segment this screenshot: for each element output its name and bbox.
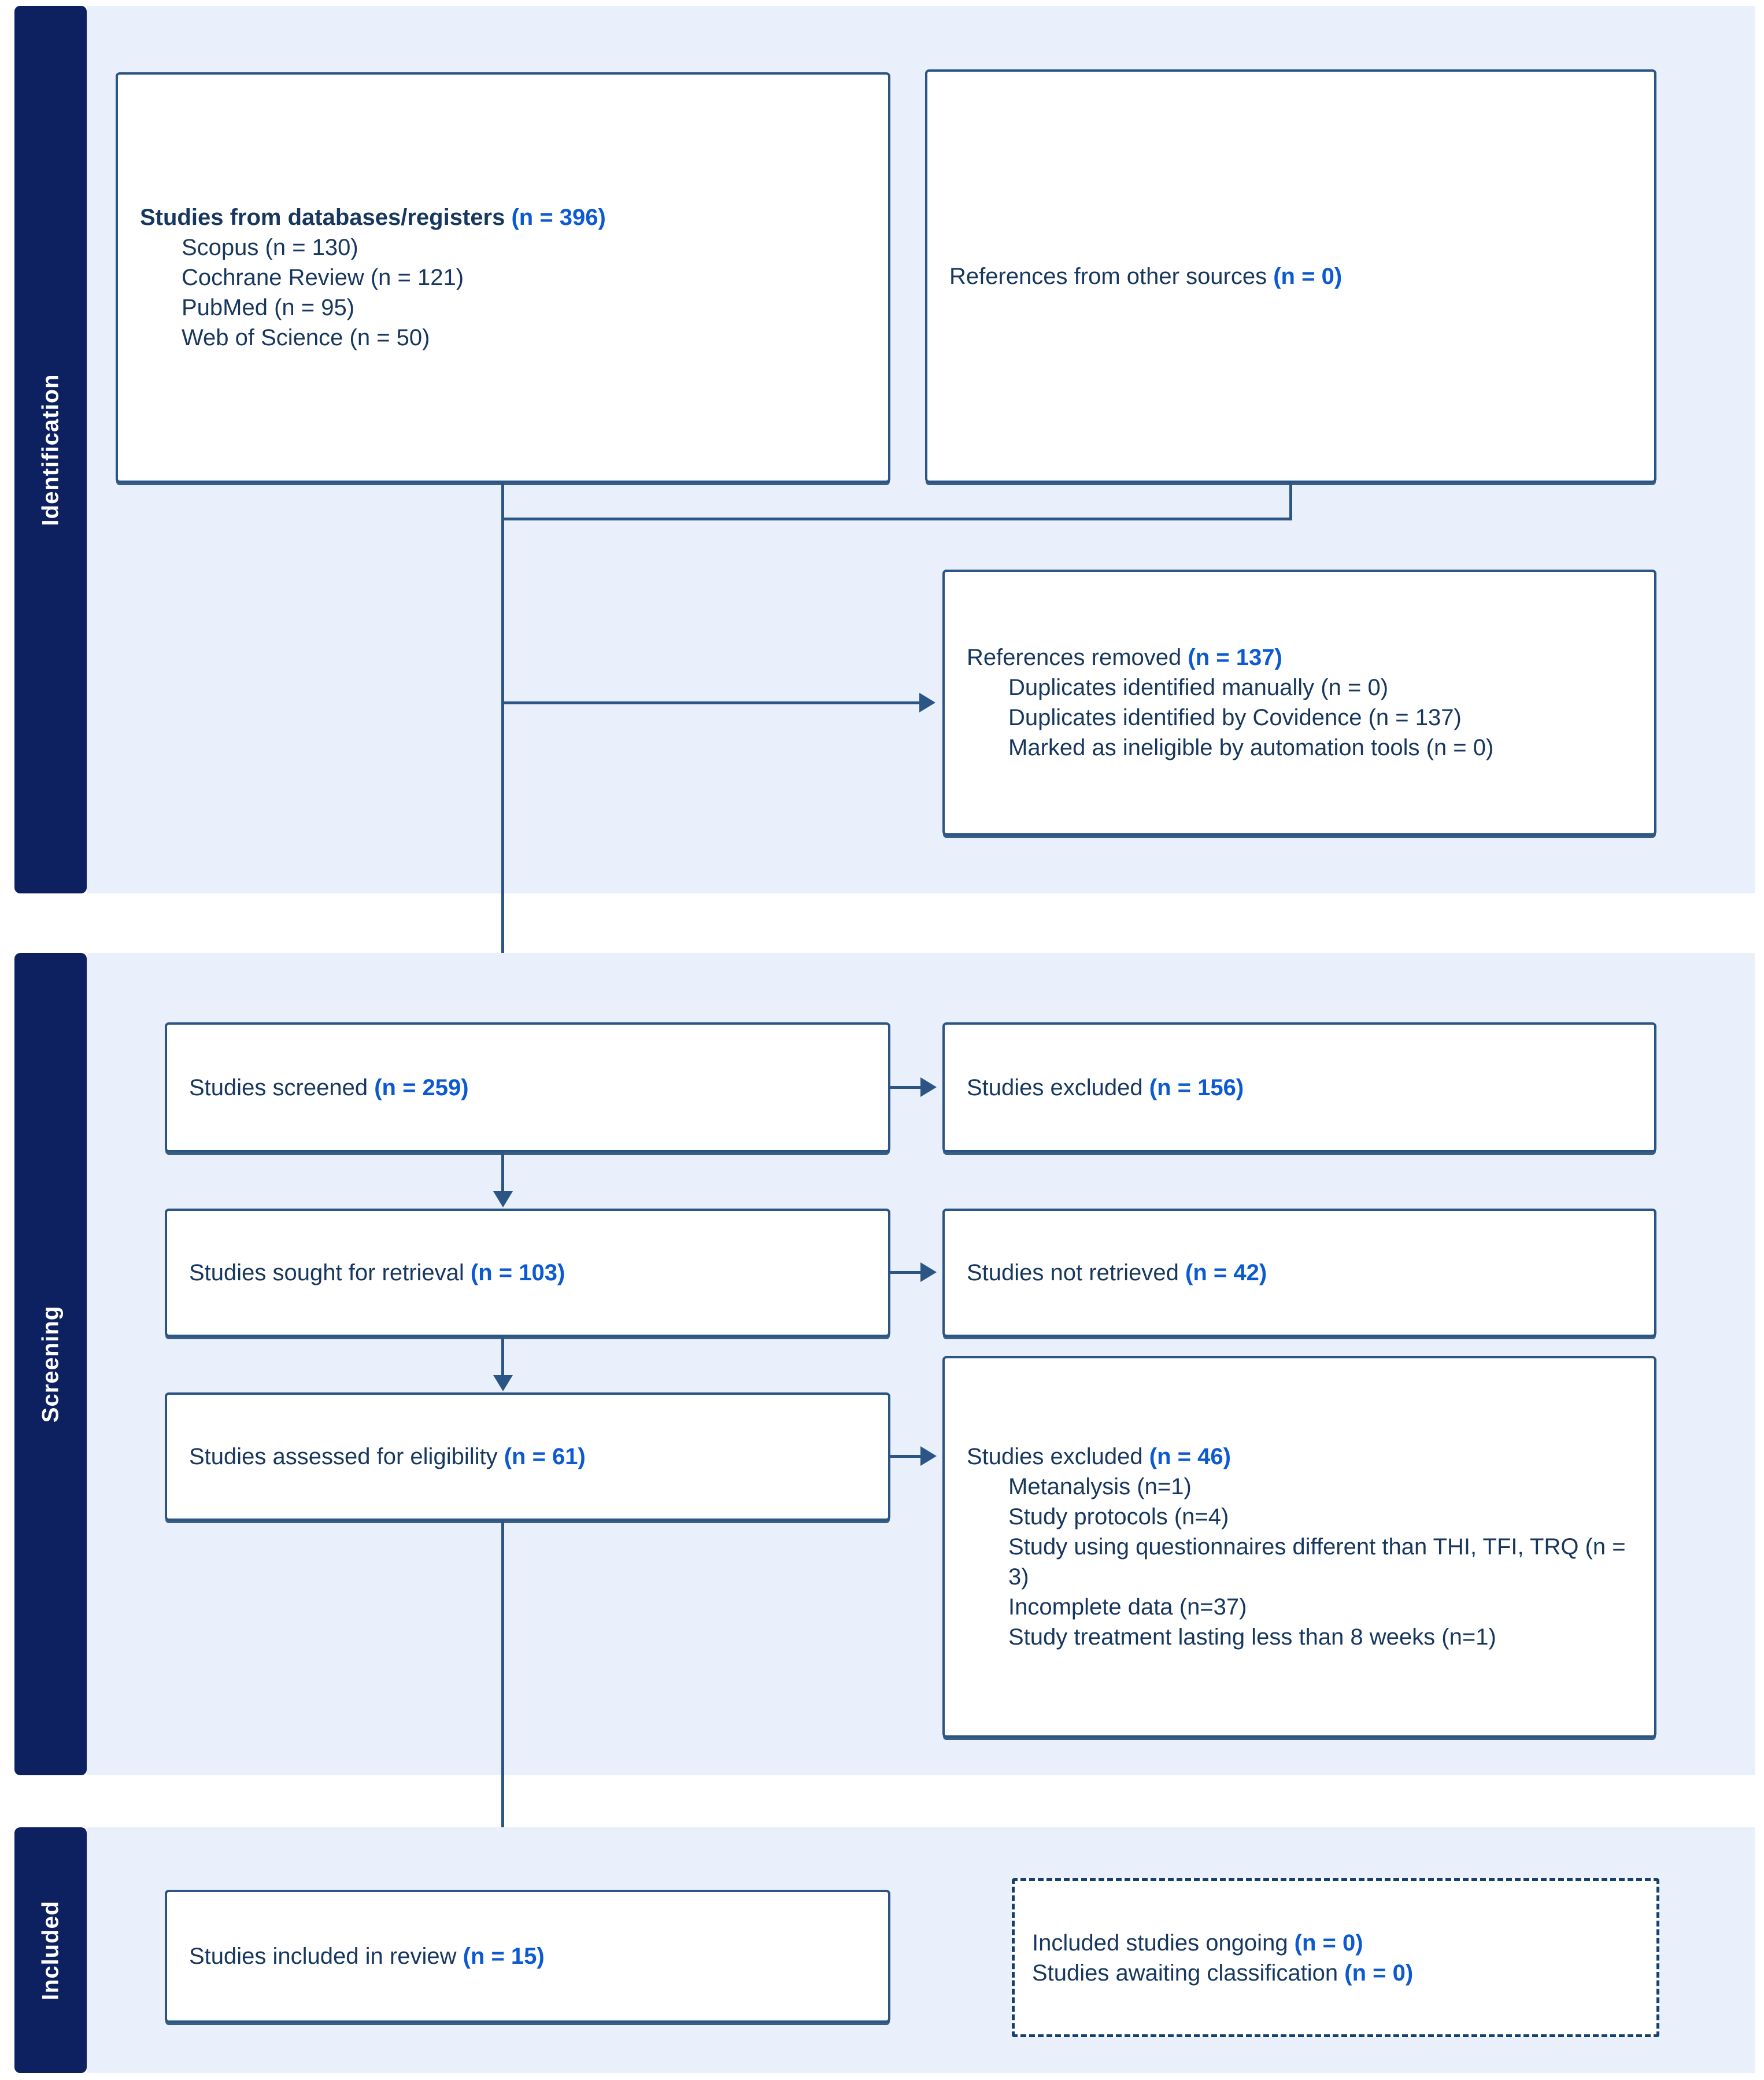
excluded-screened-count: (n = 156) [1149, 1074, 1244, 1100]
node-studies-not-retrieved-text: Studies not retrieved (n = 42) [967, 1258, 1641, 1288]
connector-to-references-removed [501, 701, 923, 704]
node-databases-registers: Studies from databases/registers (n = 39… [116, 72, 890, 483]
phase-tab-included: Included [14, 1827, 87, 2073]
node-references-removed-text: References removed (n = 137) Duplicates … [967, 642, 1641, 763]
excluded-screened-heading: Studies excluded [967, 1074, 1149, 1100]
node-databases-text: Studies from databases/registers (n = 39… [140, 202, 875, 353]
other-sources-count: (n = 0) [1273, 263, 1343, 289]
phase-label-included: Included [38, 1900, 63, 2000]
awaiting-count: (n = 0) [1344, 1960, 1414, 1986]
references-removed-count: (n = 137) [1188, 645, 1282, 670]
databases-heading: Studies from databases/registers [140, 205, 512, 230]
assessed-count: (n = 61) [504, 1444, 586, 1469]
connector-databases-down [501, 483, 504, 520]
excluded-eligibility-item-0: Metanalysis (n=1) [1008, 1474, 1192, 1499]
phase-label-screening: Screening [38, 1305, 63, 1423]
other-sources-heading: References from other sources [949, 263, 1274, 289]
node-ongoing-awaiting-text: Included studies ongoing (n = 0) Studies… [1032, 1928, 1644, 1988]
assessed-heading: Studies assessed for eligibility [189, 1444, 504, 1469]
node-studies-excluded-eligibility-text: Studies excluded (n = 46) Metanalysis (n… [967, 1442, 1641, 1652]
sought-heading: Studies sought for retrieval [189, 1260, 471, 1285]
connector-trunk-identification [501, 518, 504, 997]
node-studies-included-review: Studies included in review (n = 15) [165, 1890, 890, 2023]
connector-assessed-to-excluded [890, 1455, 924, 1458]
connector-sought-to-assessed [501, 1337, 504, 1383]
screened-count: (n = 259) [374, 1074, 469, 1100]
databases-item-2: PubMed (n = 95) [182, 295, 355, 320]
arrow-into-references-removed [919, 693, 935, 712]
phase-tab-screening: Screening [14, 953, 87, 1775]
excluded-eligibility-item-3: Incomplete data (n=37) [1008, 1594, 1247, 1620]
included-review-count: (n = 15) [463, 1944, 545, 1969]
arrow-into-not-retrieved [920, 1262, 937, 1282]
node-studies-screened: Studies screened (n = 259) [165, 1022, 890, 1152]
connector-merge-horizontal [501, 518, 1292, 520]
excluded-eligibility-item-4: Study treatment lasting less than 8 week… [1008, 1624, 1496, 1650]
arrow-into-assessed [493, 1375, 513, 1391]
references-removed-item-0: Duplicates identified manually (n = 0) [1008, 675, 1389, 700]
connector-screened-to-excluded [890, 1086, 924, 1089]
node-studies-sought: Studies sought for retrieval (n = 103) [165, 1209, 890, 1337]
node-studies-included-review-text: Studies included in review (n = 15) [189, 1941, 875, 1971]
databases-item-0: Scopus (n = 130) [182, 235, 358, 260]
not-retrieved-count: (n = 42) [1185, 1260, 1267, 1285]
databases-count: (n = 396) [511, 205, 606, 230]
connector-other-sources-down [1289, 483, 1292, 520]
excluded-eligibility-count: (n = 46) [1149, 1444, 1231, 1469]
not-retrieved-heading: Studies not retrieved [967, 1260, 1185, 1285]
ongoing-label: Included studies ongoing [1032, 1930, 1295, 1956]
references-removed-item-2: Marked as ineligible by automation tools… [1008, 735, 1494, 760]
arrow-into-excluded-eligibility [920, 1446, 937, 1466]
databases-item-1: Cochrane Review (n = 121) [182, 265, 464, 290]
references-removed-item-1: Duplicates identified by Covidence (n = … [1008, 705, 1462, 730]
arrow-into-sought [493, 1191, 513, 1207]
node-other-sources-text: References from other sources (n = 0) [949, 261, 1641, 291]
node-ongoing-awaiting: Included studies ongoing (n = 0) Studies… [1012, 1878, 1659, 2037]
references-removed-heading: References removed [967, 645, 1188, 670]
node-studies-excluded-screened-text: Studies excluded (n = 156) [967, 1073, 1641, 1103]
excluded-eligibility-item-2: Study using questionnaires different tha… [1008, 1534, 1626, 1590]
awaiting-label: Studies awaiting classification [1032, 1960, 1345, 1986]
node-references-removed: References removed (n = 137) Duplicates … [942, 570, 1656, 836]
phase-label-identification: Identification [38, 374, 63, 526]
phase-tab-identification: Identification [14, 6, 87, 893]
screened-heading: Studies screened [189, 1074, 375, 1100]
node-studies-screened-text: Studies screened (n = 259) [189, 1073, 875, 1103]
node-studies-assessed: Studies assessed for eligibility (n = 61… [165, 1392, 890, 1521]
node-studies-not-retrieved: Studies not retrieved (n = 42) [942, 1209, 1656, 1337]
sought-count: (n = 103) [470, 1260, 565, 1285]
databases-item-3: Web of Science (n = 50) [182, 325, 430, 350]
node-other-sources: References from other sources (n = 0) [925, 69, 1656, 483]
node-studies-excluded-eligibility: Studies excluded (n = 46) Metanalysis (n… [942, 1356, 1656, 1738]
excluded-eligibility-heading: Studies excluded [967, 1444, 1149, 1469]
arrow-into-excluded-screened [920, 1077, 937, 1097]
excluded-eligibility-item-1: Study protocols (n=4) [1008, 1504, 1229, 1529]
connector-sought-to-not-retrieved [890, 1271, 924, 1274]
node-studies-sought-text: Studies sought for retrieval (n = 103) [189, 1258, 875, 1288]
connector-assessed-to-included [501, 1521, 504, 1891]
included-review-heading: Studies included in review [189, 1944, 463, 1969]
node-studies-excluded-screened: Studies excluded (n = 156) [942, 1022, 1656, 1152]
ongoing-count: (n = 0) [1294, 1930, 1363, 1956]
node-studies-assessed-text: Studies assessed for eligibility (n = 61… [189, 1442, 875, 1472]
connector-screened-to-sought [501, 1152, 504, 1199]
